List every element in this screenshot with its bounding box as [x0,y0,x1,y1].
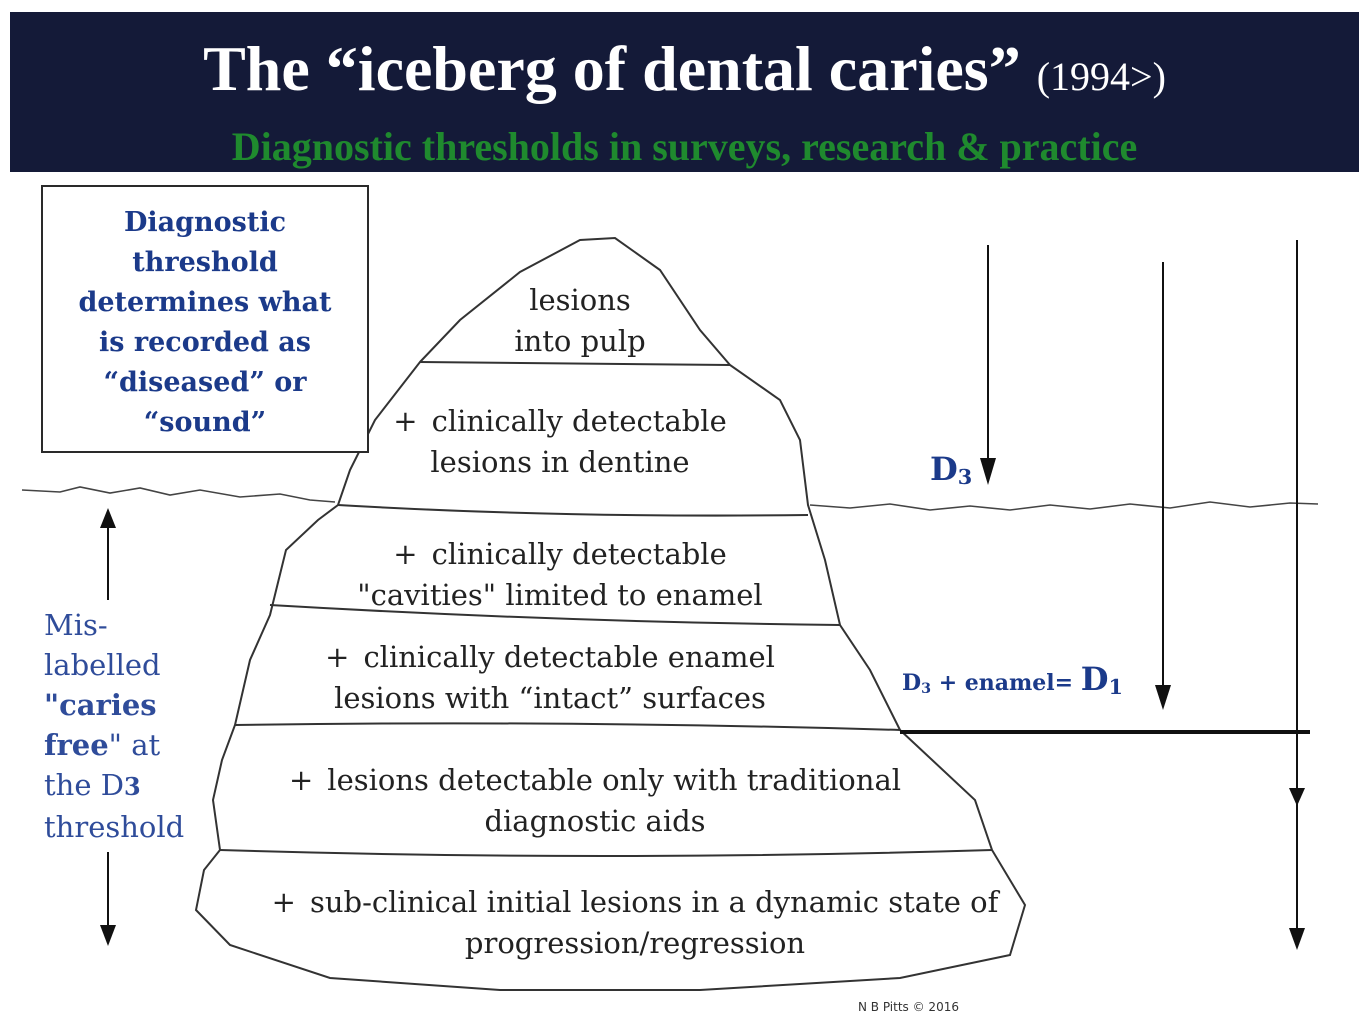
layer-line: +sub-clinical initial lesions in a dynam… [250,882,1020,923]
full-depth-midarrow [1289,788,1305,806]
layer-line: +clinically detectable [390,401,730,442]
layer-line: progression/regression [250,923,1020,964]
plus-sign: + [393,404,417,438]
threshold-box-text: Diagnostic threshold determines what is … [43,203,367,443]
layer-divider [420,362,730,365]
layer-dentine: +clinically detectable lesions in dentin… [390,401,730,483]
d1-label: D3 + enamel= D1 [902,660,1123,699]
plus-sign: + [393,537,417,571]
d3-arrowhead [980,458,996,485]
layer-line: +clinically detectable [340,534,780,575]
layer-enamel-intact: +clinically detectable enamel lesions wi… [290,637,810,719]
d3-label: D3 [930,450,972,489]
plus-sign: + [289,763,313,797]
water-line [810,502,1318,510]
diagnostic-threshold-box: Diagnostic threshold determines what is … [41,185,369,453]
mislabelled-up-arrowhead [100,508,116,528]
layer-line: into pulp [480,321,680,362]
threshold-line: is recorded as [43,323,367,363]
threshold-line: Diagnostic [43,203,367,243]
mislabelled-caries-free-label: Mis- labelled "caries free" at the D3 th… [44,605,214,847]
layer-divider [235,723,900,730]
layer-traditional-aids: +lesions detectable only with traditiona… [270,760,920,842]
threshold-line: “diseased” or [43,363,367,403]
layer-line: "cavities" limited to enamel [340,575,780,616]
layer-line: lesions [480,280,680,321]
plus-sign: + [325,640,349,674]
d1-arrowhead [1155,685,1171,710]
layer-line: +lesions detectable only with traditiona… [270,760,920,801]
layer-subclinical: +sub-clinical initial lesions in a dynam… [250,882,1020,964]
layer-line: lesions in dentine [390,442,730,483]
layer-divider [220,850,992,856]
water-line [22,487,335,502]
layer-line: diagnostic aids [270,801,920,842]
layer-enamel-cavities: +clinically detectable "cavities" limite… [340,534,780,616]
full-depth-arrowhead [1289,928,1305,950]
threshold-line: determines what [43,283,367,323]
plus-sign: + [272,885,296,919]
mislabelled-down-arrowhead [100,925,116,946]
threshold-line: threshold [43,243,367,283]
threshold-line: “sound” [43,403,367,443]
layer-line: +clinically detectable enamel [290,637,810,678]
layer-pulp: lesions into pulp [480,280,680,362]
credit-text: N B Pitts © 2016 [858,1000,959,1014]
layer-line: lesions with “intact” surfaces [290,678,810,719]
layer-divider [338,505,808,516]
